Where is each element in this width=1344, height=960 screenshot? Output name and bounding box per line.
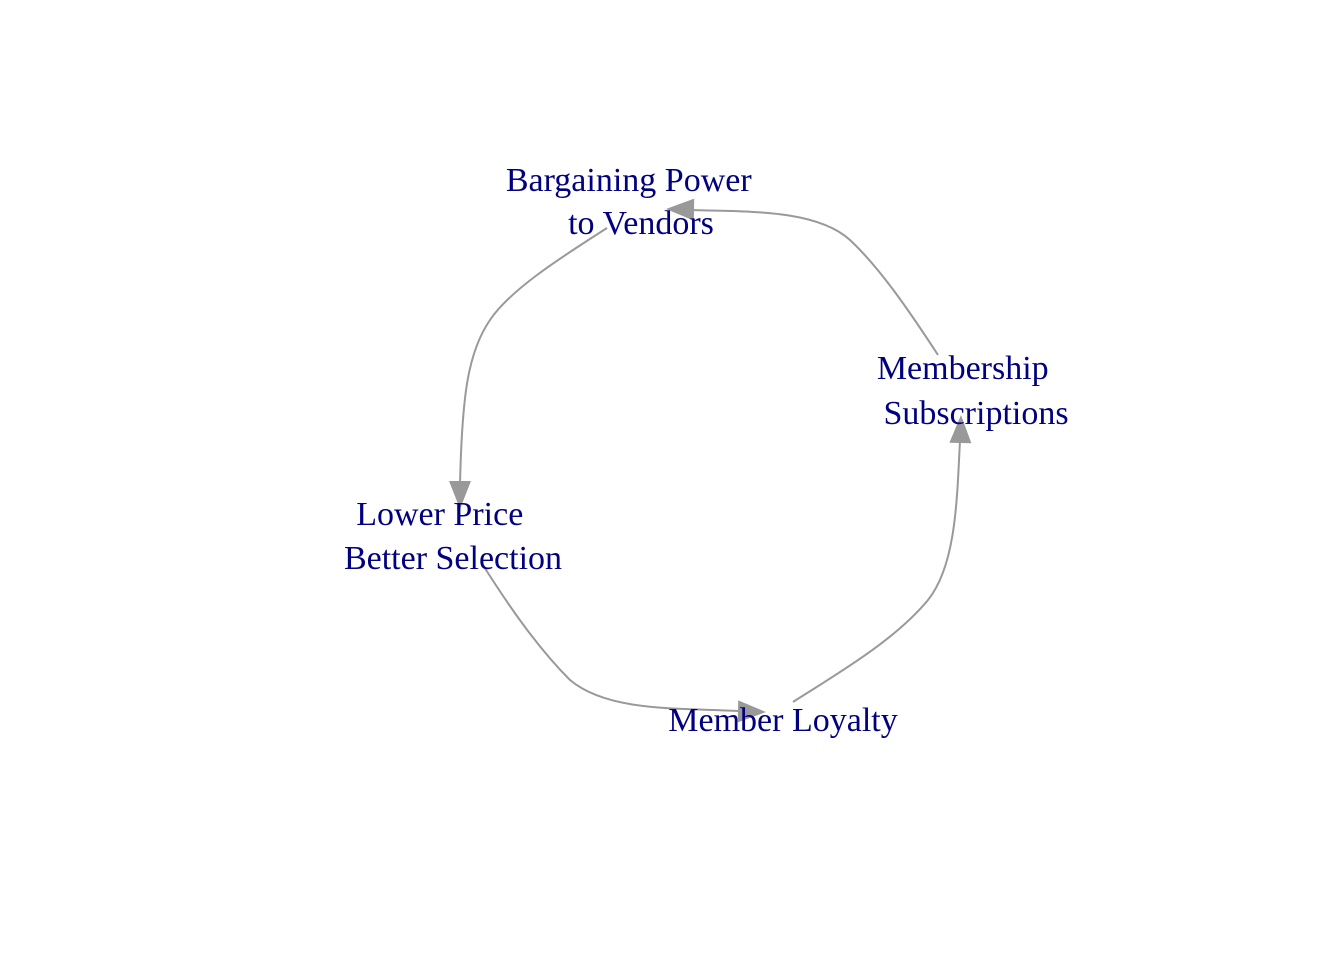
node-lower-price: Lower Price Better Selection: [344, 496, 562, 577]
node-membership-subscriptions-line-1: Membership: [877, 350, 1049, 387]
arrowhead-membership-to-bargaining-icon: [666, 198, 695, 221]
node-membership-subscriptions: Membership Subscriptions: [877, 350, 1069, 432]
edge-lower-price-to-member-loyalty: [480, 561, 739, 712]
edges: [449, 198, 972, 723]
node-lower-price-line-2: Better Selection: [344, 540, 562, 577]
arrowhead-bargaining-to-lower-price-icon: [449, 481, 471, 509]
edge-member-loyalty-to-membership: [792, 439, 961, 703]
arrowhead-lower-price-to-member-loyalty-icon: [737, 700, 766, 723]
node-bargaining-power-line-2: to Vendors: [568, 205, 714, 242]
node-member-loyalty: Member Loyalty: [668, 702, 897, 739]
node-bargaining-power-line-1: Bargaining Power: [506, 162, 753, 199]
edge-bargaining-to-lower-price: [459, 227, 608, 486]
node-membership-subscriptions-line-2: Subscriptions: [883, 395, 1068, 432]
edge-membership-to-bargaining: [691, 209, 939, 356]
node-bargaining-power: Bargaining Power to Vendors: [506, 162, 760, 242]
node-lower-price-line-1: Lower Price: [356, 496, 523, 533]
node-member-loyalty-line-1: Member Loyalty: [668, 702, 897, 739]
nodes: Bargaining Power to Vendors Lower Price …: [344, 162, 1069, 739]
arrowhead-member-loyalty-to-membership-icon: [949, 415, 972, 444]
